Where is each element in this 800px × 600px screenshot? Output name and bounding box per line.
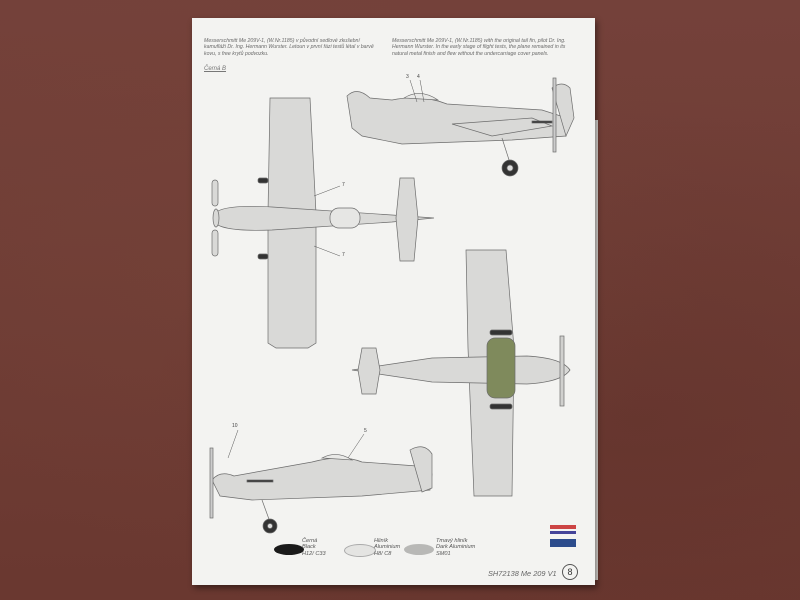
footer-code: SH72138 Me 209 V1 (488, 569, 557, 578)
legend-black-code: H12/ C33 (302, 550, 326, 557)
legend-black: Černá Black H12/ C33 (302, 538, 326, 557)
page-number: 8 (562, 564, 578, 580)
aircraft-drawings (209, 77, 575, 534)
swatch-black (274, 544, 304, 555)
callout-4: 4 (417, 74, 420, 80)
manufacturer-logo-icon (550, 525, 576, 547)
swatch-dark-aluminium (404, 544, 434, 555)
legend-aluminium: Hliník Aluminium H8/ C8 (374, 538, 400, 557)
caption-czech: Messerschmitt Me 209V-1, (W.Nr.1185) v p… (204, 38, 374, 57)
legend-dark-aluminium-en: Dark Aluminium (436, 544, 476, 551)
legend-aluminium-cz: Hliník (374, 538, 388, 544)
side-view-top (346, 77, 575, 177)
legend-dark-aluminium: Tmavý hliník Dark Aluminium SM01 (436, 538, 475, 557)
plan-view-top (211, 97, 435, 349)
legend-dark-aluminium-cz: Tmavý hliník (436, 538, 468, 544)
plan-view-bottom (351, 249, 571, 497)
callout-10: 10 (232, 423, 238, 429)
instruction-sheet: Messerschmitt Me 209V-1, (W.Nr.1185) v p… (192, 18, 595, 585)
legend-aluminium-code: H8/ C8 (374, 550, 392, 557)
legend-black-cz: Černá (302, 538, 318, 544)
legend-aluminium-en: Aluminium (374, 544, 401, 551)
legend-black-en: Black (302, 544, 316, 551)
caption-english: Messerschmitt Me 209V-1, (W.Nr.1185) wit… (392, 38, 566, 57)
legend-dark-aluminium-code: SM01 (436, 550, 451, 557)
callout-5: 5 (364, 428, 367, 434)
callout-7-lower: 7 (342, 252, 345, 258)
side-view-bottom (209, 446, 433, 534)
callout-7-upper: 7 (342, 182, 345, 188)
sheet-tag: Černá B (204, 66, 227, 72)
callout-3: 3 (406, 74, 409, 80)
swatch-aluminium (344, 544, 376, 557)
